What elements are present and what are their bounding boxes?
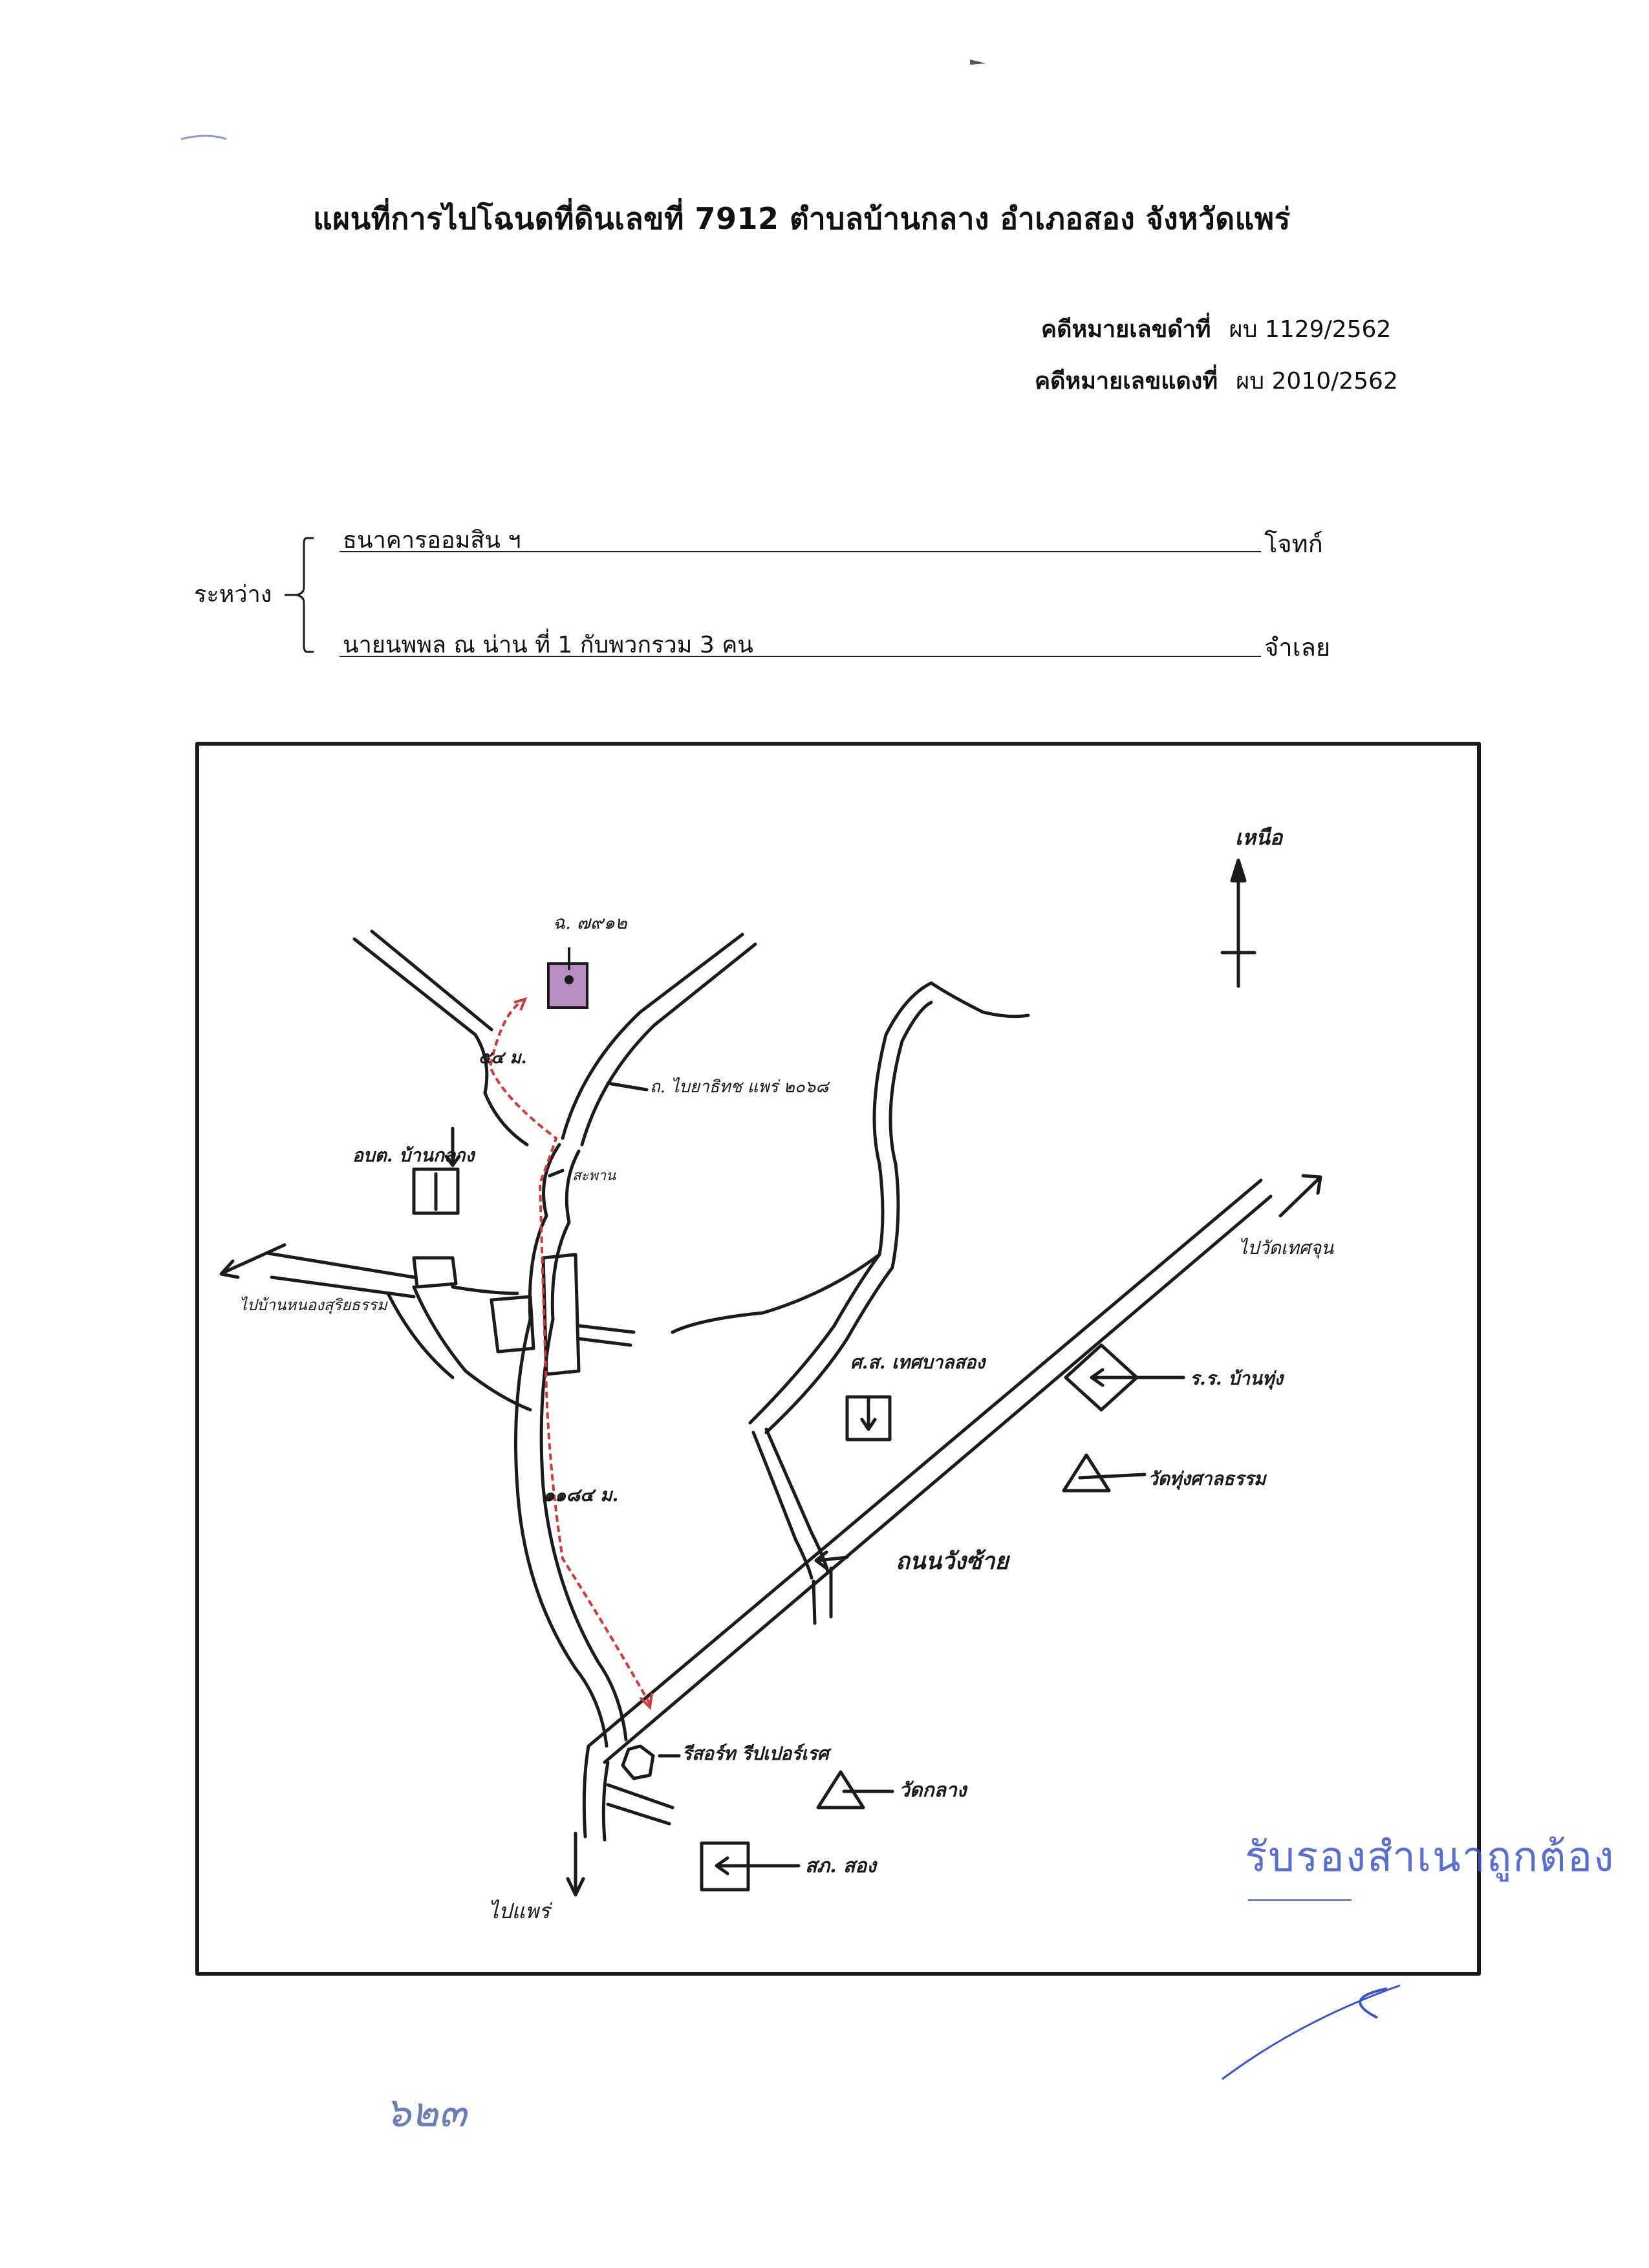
black-case-label: คดีหมายเลขดำที่: [1041, 316, 1211, 343]
page-title: แผนที่การไปโฉนดที่ดินเลขที่ 7912 ตำบลบ้า…: [313, 201, 1291, 236]
signature-mark: [1359, 1987, 1388, 2019]
to-phrae-label: ไปแพร่: [488, 1899, 550, 1923]
defendant-underline: [339, 656, 1261, 657]
road-north-west: [352, 929, 529, 1147]
folio-number: ๖๒๓: [385, 2089, 467, 2137]
to-temple-label: ไปวัดเทศจุน: [1238, 1237, 1334, 1258]
arrow-west-icon: [219, 1243, 286, 1279]
arrow-north-east-icon: [1278, 1174, 1322, 1218]
road-name-label: ถ. ไบยาธิทช แพร่ ๒๐๖๘: [650, 1077, 829, 1097]
road-south: [582, 1744, 674, 1842]
plaintiff-name: ธนาคารออมสิน ฯ: [343, 527, 521, 554]
temple-label-2: วัดกลาง: [899, 1779, 967, 1802]
party-brace: [285, 537, 314, 653]
bridge-label: สะพาน: [572, 1168, 616, 1184]
temple-label-1: วัดทุ่งศาลธรรม: [1148, 1468, 1266, 1489]
north-arrow-icon: [1220, 858, 1256, 988]
road-north-east: [561, 933, 757, 1147]
road-junction: [386, 1253, 636, 1412]
black-case-value: ผบ 1129/2562: [1229, 316, 1392, 343]
parcel-marker: [547, 962, 588, 1009]
north-label: เหนือ: [1235, 825, 1283, 850]
subdistrict-office-label: อบต. บ้านกลาง: [352, 1145, 475, 1166]
plaintiff-role: โจทก์: [1264, 530, 1323, 558]
red-case-value: ผบ 2010/2562: [1236, 368, 1398, 394]
defendant-name: นายนพพล ณ น่าน ที่ 1 กับพวกรวม 3 คน: [343, 632, 753, 658]
parcel-label: ฉ. ๗๙๑๒: [553, 912, 627, 933]
black-case-number: คดีหมายเลขดำที่ ผบ 1129/2562: [1041, 310, 1391, 347]
resort-label: รีสอร์ท รีปเปอร์เรศ: [682, 1743, 829, 1764]
road-east-loop: [671, 981, 1030, 1580]
road-west: [266, 1251, 416, 1299]
signature-stroke: [1222, 1984, 1401, 2080]
defendant-role: จำเลย: [1264, 633, 1331, 662]
road-main-diagonal: [587, 1178, 1273, 1764]
map-frame: [195, 742, 1481, 1976]
to-village-label: ไปบ้านหนองสุริยธรรม: [239, 1296, 387, 1314]
subdistrict-office-icon: [412, 1167, 460, 1215]
resort-icon: [621, 1744, 655, 1780]
distance-label-2: ๑๑๘๔ ม.: [543, 1484, 619, 1506]
red-case-number: คดีหมายเลขแดงที่ ผบ 2010/2562: [1035, 362, 1398, 399]
red-case-label: คดีหมายเลขแดงที่: [1035, 368, 1218, 394]
distance-label-1: ๕๔ ม.: [479, 1048, 527, 1068]
arrow-south-icon: [566, 1831, 585, 1897]
temple-icon: [1062, 1453, 1111, 1493]
school-icon: [1064, 1343, 1139, 1412]
health-center-label: ศ.ส. เทศบาลสอง: [850, 1352, 986, 1373]
certified-copy-stamp: รับรองสำเนาถูกต้อง: [1245, 1833, 1615, 1881]
main-road-label: ถนนวังซ้าย: [896, 1548, 1009, 1575]
between-label: ระหว่าง: [194, 581, 272, 608]
school-label: ร.ร. บ้านทุ่ง: [1190, 1368, 1284, 1389]
road-trunk: [514, 1143, 628, 1748]
plaintiff-underline: [339, 551, 1261, 552]
police-label: สภ. สอง: [805, 1855, 876, 1877]
